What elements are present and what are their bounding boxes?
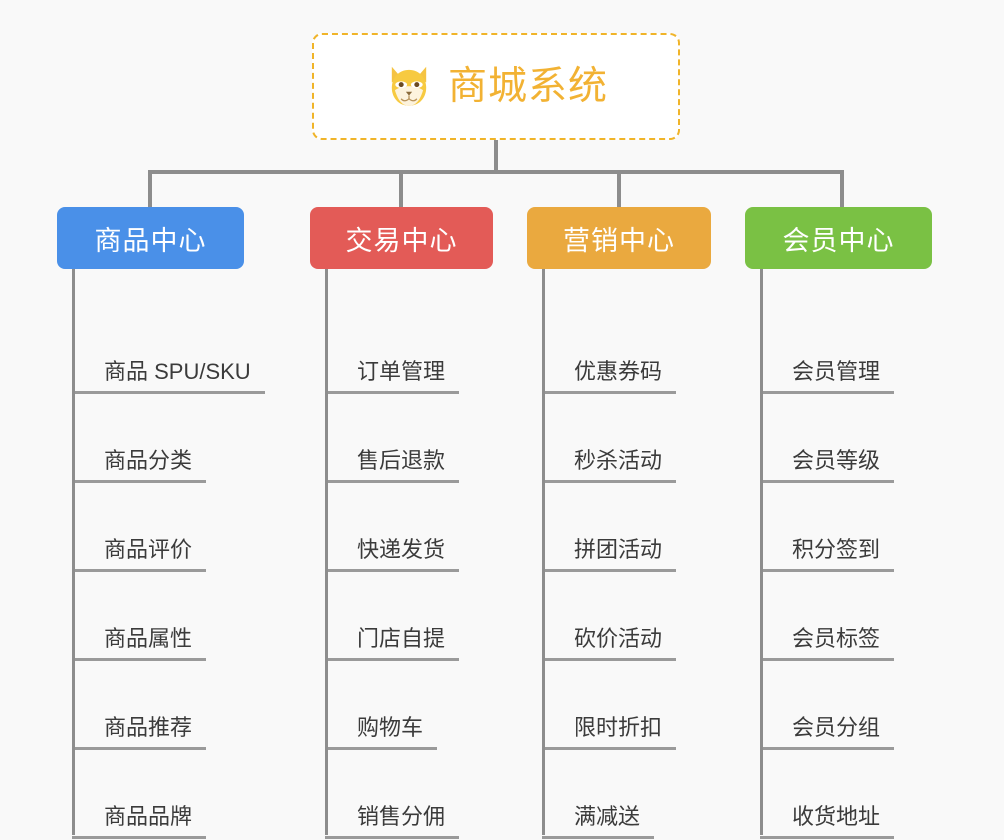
connector-drop-1 [148, 170, 152, 210]
list-item[interactable]: 商品 SPU/SKU [72, 305, 265, 394]
shiba-dog-face-icon [391, 66, 427, 106]
branch-column-4: 会员中心 会员管理 会员等级 积分签到 会员标签 会员分组 收货地址 [745, 207, 932, 839]
list-item[interactable]: 拼团活动 [542, 483, 711, 572]
connector-drop-4 [840, 170, 844, 210]
branch-header-1[interactable]: 商品中心 [57, 207, 244, 269]
leaf-label: 商品推荐 [72, 715, 207, 750]
list-item[interactable]: 商品推荐 [72, 661, 265, 750]
leaf-label: 商品属性 [72, 626, 207, 661]
list-item[interactable]: 商品属性 [72, 572, 265, 661]
leaf-label: 售后退款 [325, 448, 460, 483]
list-item[interactable]: 限时折扣 [542, 661, 711, 750]
list-item[interactable]: 收货地址 [760, 750, 932, 839]
connector-horizontal-bus [148, 170, 844, 174]
leaf-label: 销售分佣 [325, 804, 460, 839]
leaf-label: 拼团活动 [542, 537, 677, 572]
leaf-label: 满减送 [542, 804, 655, 839]
branch-spine-4 [760, 269, 763, 835]
leaf-label: 会员管理 [760, 359, 895, 394]
list-item[interactable]: 积分签到 [760, 483, 932, 572]
leaf-label: 订单管理 [325, 359, 460, 394]
leaf-label: 积分签到 [760, 537, 895, 572]
root-node[interactable]: 商城系统 [312, 33, 680, 140]
list-item[interactable]: 商品评价 [72, 483, 265, 572]
leaf-label: 优惠券码 [542, 359, 677, 394]
branch-spine-2 [325, 269, 328, 835]
leaf-label: 会员标签 [760, 626, 895, 661]
leaf-label: 商品 SPU/SKU [72, 359, 265, 394]
list-item[interactable]: 售后退款 [325, 394, 493, 483]
branch-body-1: 商品 SPU/SKU 商品分类 商品评价 商品属性 商品推荐 商品品牌 [72, 269, 265, 839]
list-item[interactable]: 秒杀活动 [542, 394, 711, 483]
leaf-label: 商品品牌 [72, 804, 207, 839]
root-title: 商城系统 [447, 65, 608, 108]
leaf-label: 快递发货 [325, 537, 460, 572]
branch-body-3: 优惠券码 秒杀活动 拼团活动 砍价活动 限时折扣 满减送 [542, 269, 711, 839]
leaf-label: 砍价活动 [542, 626, 677, 661]
list-item[interactable]: 会员管理 [760, 305, 932, 394]
leaf-label: 限时折扣 [542, 715, 677, 750]
connector-drop-3 [617, 170, 621, 210]
list-item[interactable]: 满减送 [542, 750, 711, 839]
list-item[interactable]: 优惠券码 [542, 305, 711, 394]
branch-header-4[interactable]: 会员中心 [745, 207, 932, 269]
leaf-label: 购物车 [325, 715, 438, 750]
branch-column-2: 交易中心 订单管理 售后退款 快递发货 门店自提 购物车 销售分佣 [310, 207, 493, 839]
list-item[interactable]: 砍价活动 [542, 572, 711, 661]
branch-spine-3 [542, 269, 545, 835]
branch-header-2[interactable]: 交易中心 [310, 207, 493, 269]
leaf-label: 会员分组 [760, 715, 895, 750]
branch-header-3[interactable]: 营销中心 [527, 207, 711, 269]
list-item[interactable]: 商品品牌 [72, 750, 265, 839]
branch-column-1: 商品中心 商品 SPU/SKU 商品分类 商品评价 商品属性 商品推荐 商品品牌 [57, 207, 265, 839]
list-item[interactable]: 商品分类 [72, 394, 265, 483]
list-item[interactable]: 门店自提 [325, 572, 493, 661]
list-item[interactable]: 购物车 [325, 661, 493, 750]
connector-drop-2 [399, 170, 403, 210]
branch-body-2: 订单管理 售后退款 快递发货 门店自提 购物车 销售分佣 [325, 269, 493, 839]
branch-column-3: 营销中心 优惠券码 秒杀活动 拼团活动 砍价活动 限时折扣 满减送 [527, 207, 711, 839]
leaf-label: 商品分类 [72, 448, 207, 483]
leaf-label: 秒杀活动 [542, 448, 677, 483]
leaf-label: 商品评价 [72, 537, 207, 572]
list-item[interactable]: 会员等级 [760, 394, 932, 483]
branch-spine-1 [72, 269, 75, 835]
list-item[interactable]: 销售分佣 [325, 750, 493, 839]
leaf-label: 门店自提 [325, 626, 460, 661]
list-item[interactable]: 会员分组 [760, 661, 932, 750]
list-item[interactable]: 订单管理 [325, 305, 493, 394]
list-item[interactable]: 会员标签 [760, 572, 932, 661]
leaf-label: 收货地址 [760, 804, 895, 839]
leaf-label: 会员等级 [760, 448, 895, 483]
branch-body-4: 会员管理 会员等级 积分签到 会员标签 会员分组 收货地址 [760, 269, 932, 839]
list-item[interactable]: 快递发货 [325, 483, 493, 572]
connector-root-stem [494, 140, 498, 173]
